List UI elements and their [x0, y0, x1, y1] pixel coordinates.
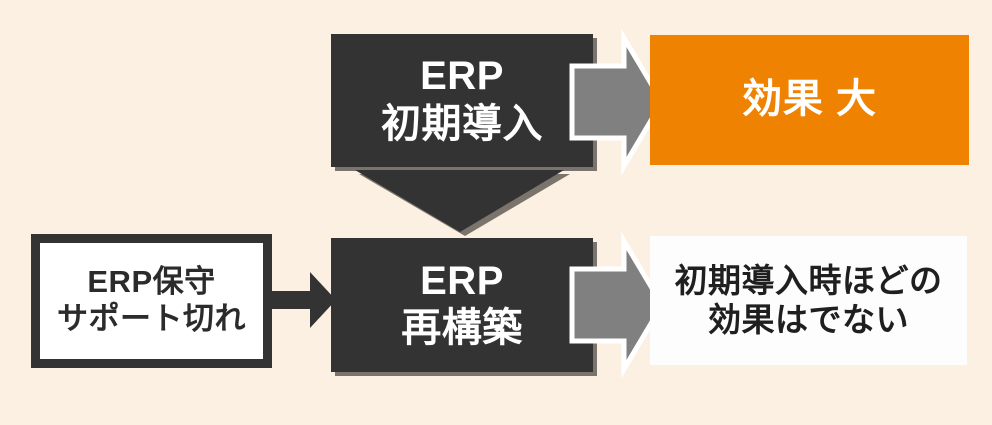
block-arrow-right-icon-bottom — [569, 231, 665, 379]
node-erp-rebuild-line1: ERP — [420, 258, 504, 303]
node-erp-rebuild[interactable]: ERP 再構築 — [331, 238, 593, 372]
node-effect-large[interactable]: 効果 大 — [650, 35, 969, 165]
block-arrow-right-icon-top — [569, 28, 665, 176]
node-erp-initial-line1: ERP — [420, 54, 504, 99]
node-erp-support-end[interactable]: ERP保守 サポート切れ — [31, 234, 272, 368]
node-support-end-line1: ERP保守 — [87, 264, 216, 300]
node-effect-small[interactable]: 初期導入時ほどの 効果はでない — [650, 236, 967, 365]
node-erp-initial-implementation[interactable]: ERP 初期導入 — [331, 34, 593, 167]
triangle-arrow-down-icon — [355, 170, 570, 236]
node-support-end-line2: サポート切れ — [57, 301, 246, 336]
node-erp-rebuild-line2: 再構築 — [401, 306, 523, 350]
arrow-right-icon — [268, 272, 336, 328]
node-effect-large-label: 効果 大 — [741, 77, 878, 122]
node-erp-initial-line2: 初期導入 — [381, 101, 543, 146]
node-effect-small-line2: 効果はでない — [708, 300, 909, 338]
node-effect-small-line1: 初期導入時ほどの — [674, 261, 943, 299]
